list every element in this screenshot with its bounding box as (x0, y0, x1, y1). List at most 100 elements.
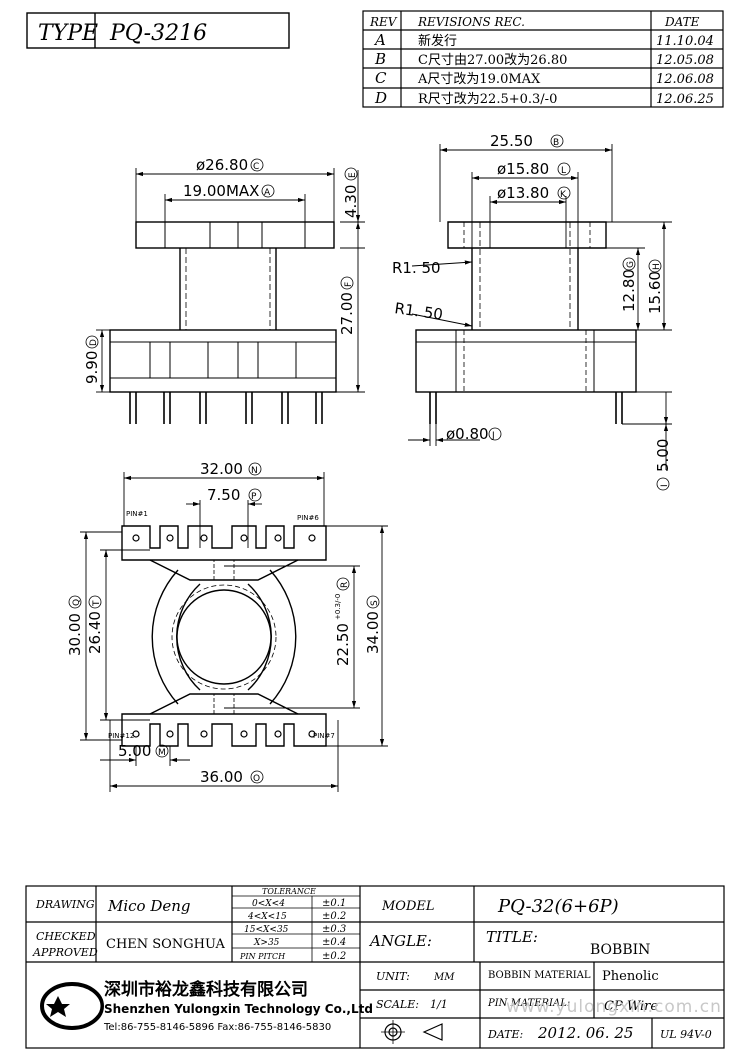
tol-value-1: ±0.2 (322, 911, 346, 922)
date-value: 2012. 06. 25 (537, 1024, 633, 1042)
dim-g-tag: G (626, 261, 636, 268)
pin12-label: PIN#12 (108, 732, 134, 740)
watermark-text: www.yulongxin.com.cn (506, 997, 722, 1017)
type-value: PQ-3216 (109, 21, 207, 46)
date-label: DATE: (487, 1028, 523, 1041)
dim-d-value: 9.90 (83, 351, 101, 384)
tol-value-4: ±0.2 (322, 951, 346, 962)
dim-q-tag: Q (72, 599, 82, 606)
dim-d-tag: D (89, 339, 99, 346)
dim-n-value: 32.00 (200, 460, 243, 478)
dim-s-value: 34.00 (364, 611, 382, 654)
dim-i-value: 5.00 (654, 439, 672, 472)
title-label: TITLE: (486, 928, 538, 946)
front-view (109, 221, 337, 424)
dim-r-tag: R (340, 582, 350, 588)
bottom-view-pins (132, 534, 316, 738)
dim-s-tag-circle (366, 595, 380, 609)
dim-s-tag: S (370, 600, 380, 606)
dim-j-tag: J (491, 431, 495, 441)
rev-row-d-date: 12.06.25 (656, 92, 714, 107)
pin-material-value: CP Wire (604, 999, 658, 1014)
dim-r-tag-circle (336, 577, 350, 591)
dim-m-tag: M (158, 748, 166, 758)
pin1-label: PIN#1 (126, 510, 148, 518)
dim-j-value: ø0.80 (446, 425, 489, 443)
model-label: MODEL (381, 899, 435, 914)
company-contact: Tel:86-755-8146-5896 Fax:86-755-8146-583… (103, 1022, 331, 1033)
dim-b-value: 25.50 (490, 132, 533, 150)
dim-l-tag-circle (557, 162, 571, 176)
dim-n-tag: N (251, 466, 258, 476)
rev-row-a-rev: A (373, 31, 386, 49)
side-view (415, 221, 637, 424)
rev-row-d-rec: R尺寸改为22.5+0.3/-0 (418, 92, 557, 107)
dim-p-tag: P (251, 492, 257, 502)
dim-h-tag-circle (648, 259, 662, 273)
bobbin-material-value: Phenolic (602, 969, 659, 984)
rev-col-header: REV (369, 15, 398, 29)
scale-value: 1/1 (430, 998, 448, 1011)
dim-t-value: 26.40 (86, 611, 104, 654)
title-block-grid (25, 885, 725, 1049)
angle-label: ANGLE: (368, 932, 432, 950)
revision-table (362, 10, 724, 108)
dim-c-tag-circle (250, 158, 264, 172)
dim-o-tag: O (253, 774, 260, 784)
date-col-header: DATE (664, 15, 700, 29)
rev-row-b-rev: B (374, 50, 386, 68)
unit-label: UNIT: (376, 970, 410, 983)
dim-o-value: 36.00 (200, 768, 243, 786)
radius-lower: R1. 50 (393, 299, 444, 324)
dim-i-tag-circle (656, 477, 670, 491)
tolerance-label: TOLERANCE (262, 887, 316, 896)
dim-q-tag-circle (68, 595, 82, 609)
dim-a-tag: A (264, 188, 271, 198)
rev-row-a-rec: 新发行 (418, 33, 457, 49)
dim-l-value: ø15.80 (497, 160, 549, 178)
dim-j-tag-circle (488, 427, 502, 441)
scale-label: SCALE: (376, 998, 419, 1011)
tol-range-0: 0<X<4 (252, 899, 285, 909)
drawing-value: Mico Deng (107, 897, 191, 915)
tol-range-3: X>35 (253, 938, 280, 948)
dim-f-value: 27.00 (338, 292, 356, 335)
dim-f-tag-circle (340, 276, 354, 290)
radius-upper: R1. 50 (392, 259, 441, 277)
dim-p-tag-circle (248, 488, 262, 502)
dim-o-tag-circle (250, 770, 264, 784)
projection-symbol-icon (381, 1020, 443, 1044)
dim-l-tag: L (561, 166, 566, 176)
tol-value-0: ±0.1 (322, 898, 346, 909)
company-logo-icon (40, 982, 104, 1030)
dim-i-tag: I (660, 484, 670, 487)
pin-material-label: PIN MATERIAL: (487, 998, 570, 1009)
bobbin-material-label: BOBBIN MATERIAL (488, 970, 591, 981)
company-name-cn: 深圳市裕龙鑫科技有限公司 (104, 979, 308, 1000)
pin7-label: PIN#7 (313, 732, 335, 740)
dim-g-tag-circle (622, 257, 636, 271)
dim-a-value: 19.00MAX (183, 182, 259, 200)
ul-value: UL 94V-0 (660, 1028, 712, 1041)
checked-label: CHECKED (36, 930, 96, 943)
tol-value-2: ±0.3 (322, 924, 346, 935)
rev-row-c-date: 12.06.08 (656, 72, 714, 87)
rev-row-d-rev: D (374, 89, 387, 107)
model-value: PQ-32(6+6P) (497, 896, 619, 917)
dim-n-tag-circle (248, 462, 262, 476)
title-value: BOBBIN (590, 942, 650, 958)
dim-e-value: 4.30 (342, 185, 360, 218)
dim-m-value: 5.00 (118, 742, 151, 760)
dim-e-tag: E (348, 172, 358, 178)
dim-k-value: ø13.80 (497, 184, 549, 202)
dim-t-tag-circle (88, 595, 102, 609)
rev-row-c-rev: C (375, 69, 387, 87)
dim-m-tag-circle (155, 744, 169, 758)
approved-value: CHEN SONGHUA (106, 937, 225, 952)
dim-c-tag: C (253, 162, 259, 172)
dim-t-tag: T (92, 600, 102, 607)
bottom-view-dimensions (80, 472, 388, 792)
dim-q-value: 30.00 (66, 613, 84, 656)
dim-f-tag: F (344, 282, 354, 287)
dim-k-tag-circle (557, 186, 571, 200)
